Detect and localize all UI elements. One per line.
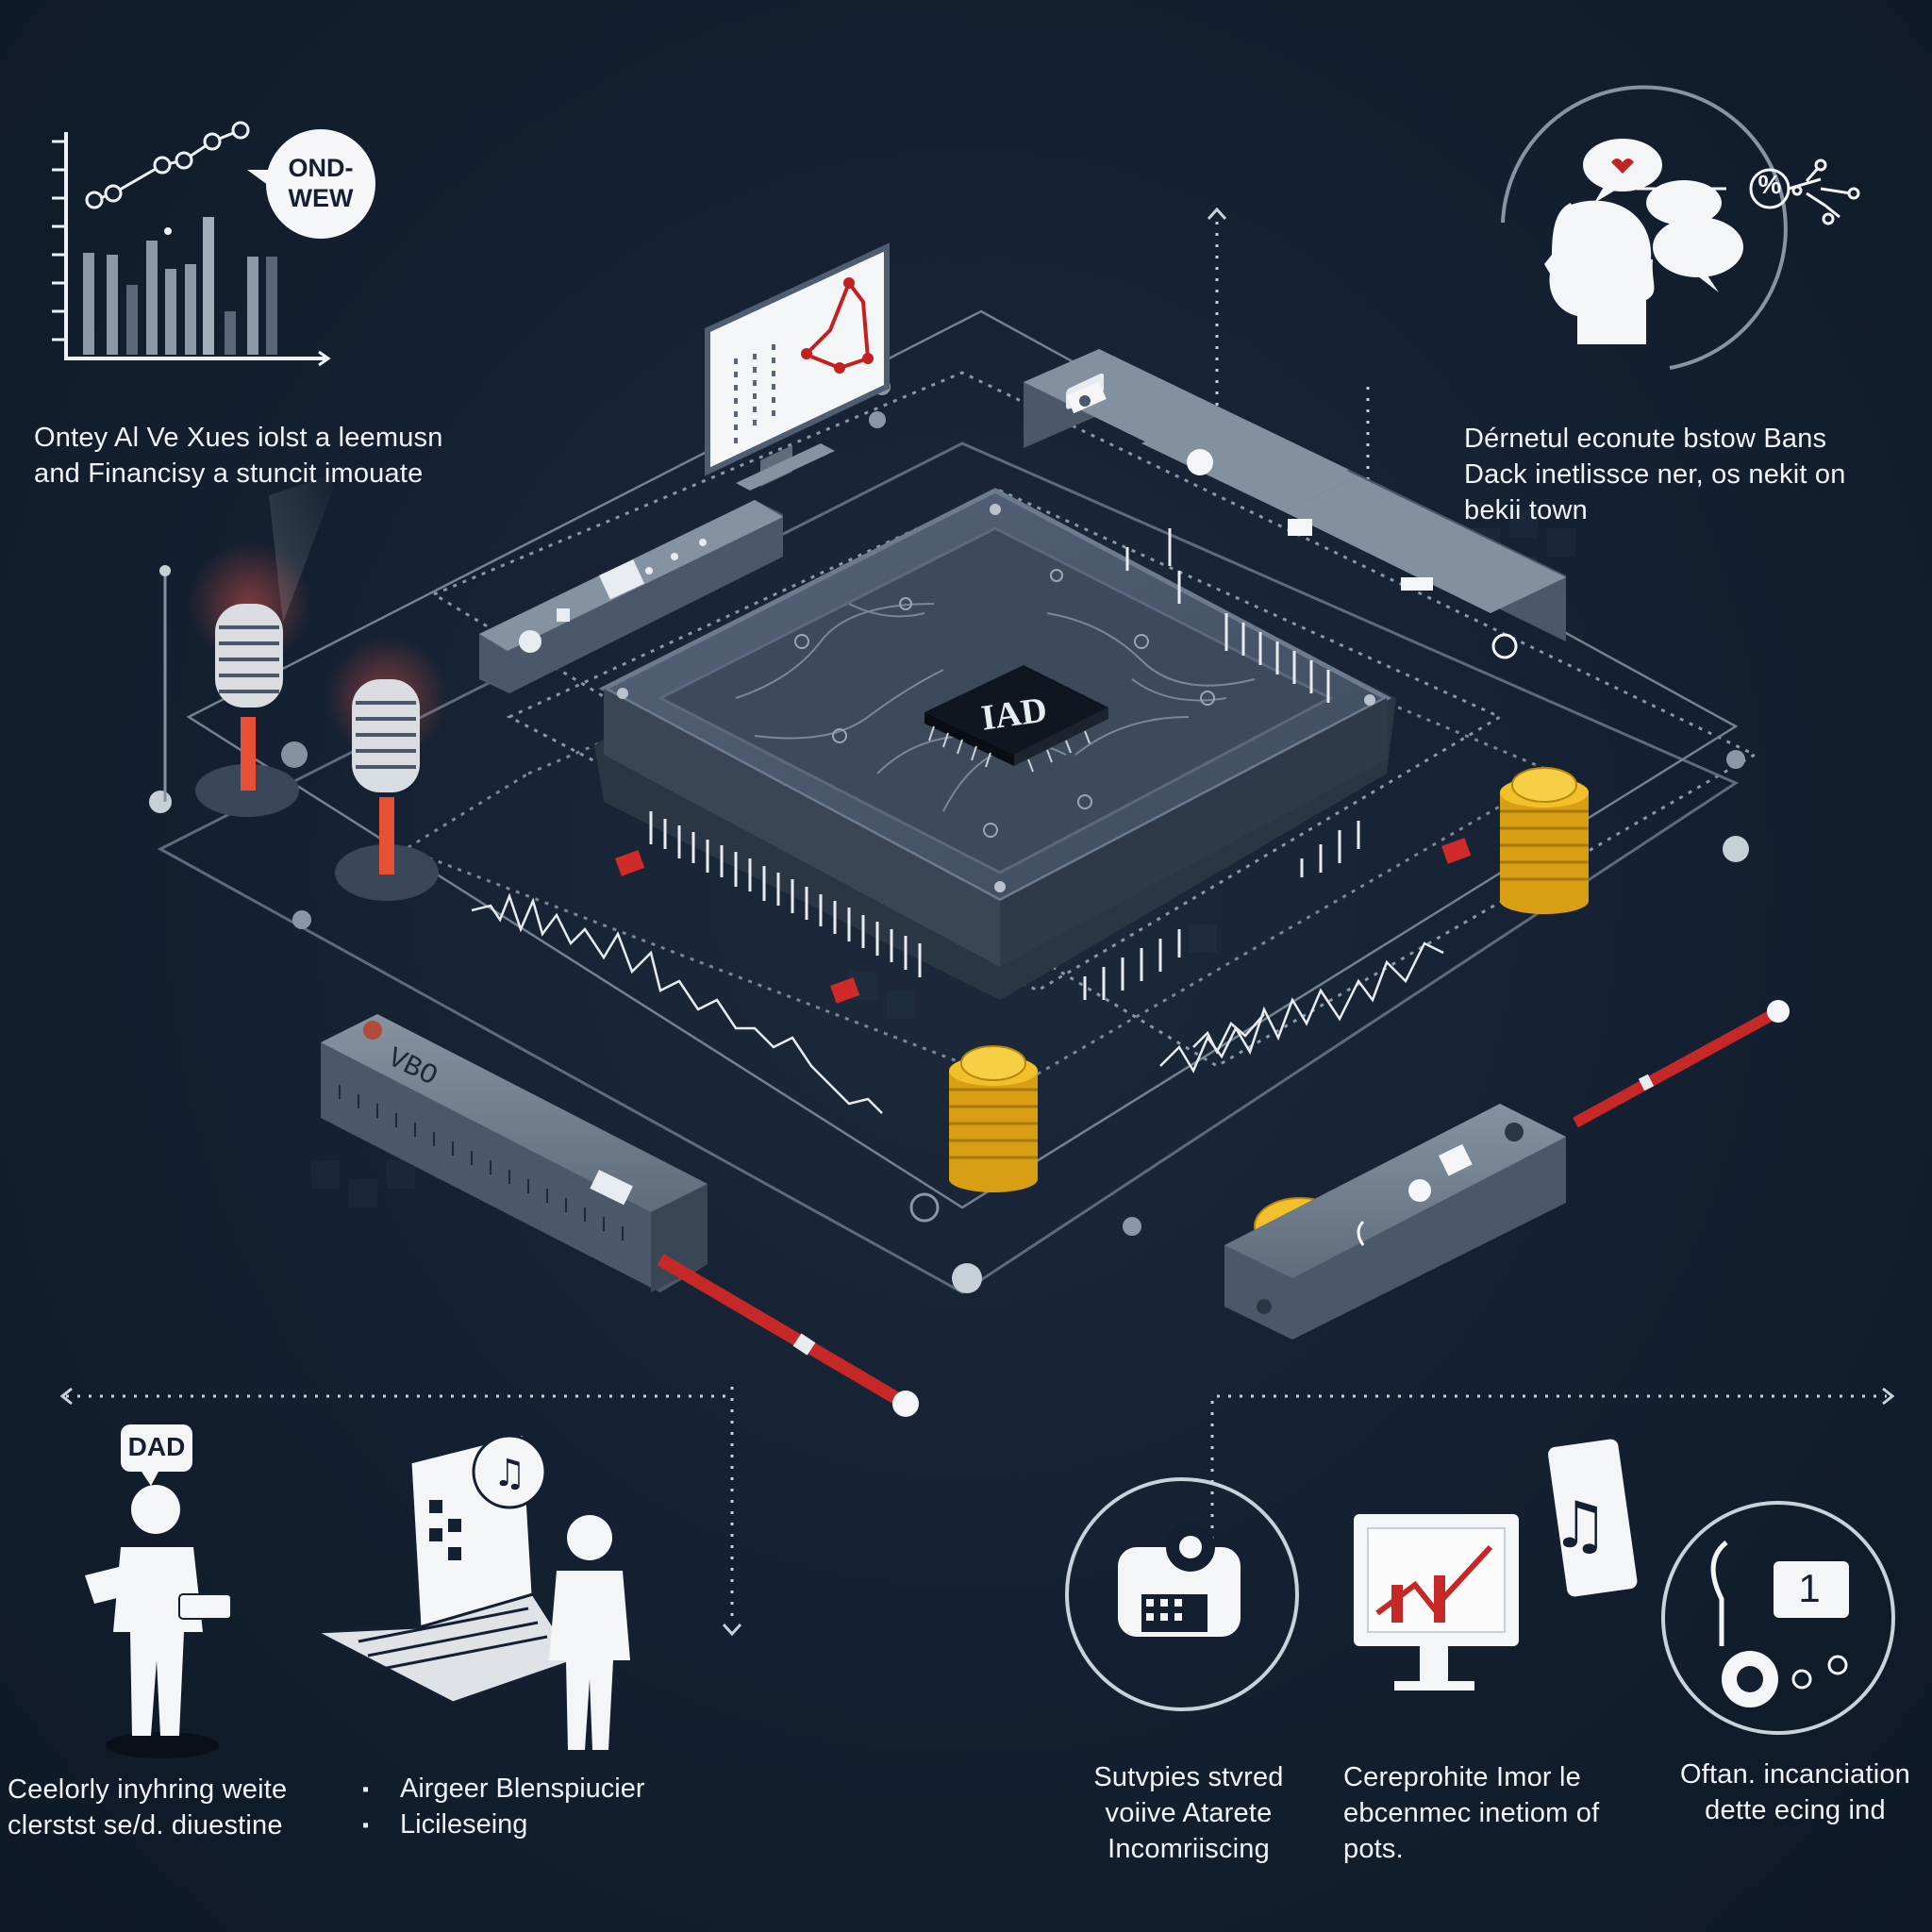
caption-item-1-line-3: Incomriiscing: [1108, 1834, 1270, 1864]
red-cables: [657, 1000, 1790, 1417]
caption-item-2-line-2: ebcenmec inetiom of: [1343, 1798, 1600, 1828]
head-chat-icon: [1501, 85, 1860, 370]
speech-bubble-top-left: [247, 129, 375, 239]
microphones: [159, 472, 448, 901]
outline-nodes: [149, 378, 1749, 1293]
caption-top-right: Dérnetul econute bstow Bans Dack inetlis…: [1464, 421, 1846, 528]
central-chip: [924, 665, 1108, 773]
badge-number: 1: [1798, 1566, 1821, 1610]
svg-text:♫: ♫: [1552, 1489, 1609, 1563]
caption-top-right-line-3: bekii town: [1464, 495, 1588, 525]
laptop-icon: ♫: [310, 1432, 578, 1705]
caption-top-left-line-2: and Financisy a stuncit imouate: [34, 458, 424, 489]
bubble-text-top-left: OND- WEW: [274, 153, 368, 213]
caption-item-2-line-1: Cereprohite Imor le: [1343, 1762, 1582, 1792]
bubble-line-2: WEW: [288, 184, 354, 212]
caption-item-1-line-2: voiive Atarete: [1105, 1798, 1273, 1828]
caption-top-right-line-1: Dérnetul econute bstow Bans: [1464, 424, 1827, 454]
rack-left: [321, 1014, 708, 1292]
caption-item-1: Sutvpies stvred voiive Atarete Incomriis…: [1019, 1759, 1358, 1867]
caption-top-right-line-2: Dack inetlissce ner, os nekit on: [1464, 459, 1846, 490]
caption-top-left: Ontey Al Ve Xues iolst a leemusn and Fin…: [34, 420, 443, 491]
bullet-item-2: Licileseing: [362, 1807, 645, 1843]
caption-item-2-line-3: pots.: [1343, 1834, 1404, 1864]
caption-bottom-left-line-1: Ceelorly inyhring weite: [8, 1774, 288, 1805]
percent-icon: %: [1757, 170, 1782, 199]
person-presenter: [85, 1485, 232, 1758]
caption-item-1-line-1: Sutvpies stvred: [1093, 1762, 1284, 1792]
device-left-top: [479, 500, 783, 693]
caption-bottom-left: Ceelorly inyhring weite clerstst se/d. d…: [8, 1772, 287, 1843]
caption-bottom-left-line-2: clerstst se/d. diuestine: [8, 1810, 283, 1840]
caption-item-3: Oftan. incanciation dette ecing ind: [1660, 1757, 1930, 1828]
bottom-right-icons: ♫: [1065, 1439, 1895, 1735]
svg-text:♫: ♫: [492, 1452, 526, 1495]
bullet-list: Airgeer Blenspiucier Licileseing: [362, 1772, 645, 1843]
person-viewer: [549, 1515, 630, 1750]
waveforms: [471, 892, 1444, 1114]
caption-item-2: Cereprohite Imor le ebcenmec inetiom of …: [1343, 1759, 1599, 1867]
bullet-item-1: Airgeer Blenspiucier: [362, 1772, 645, 1807]
bubble-line-1: OND-: [288, 154, 354, 182]
bubble-text-dad: DAD: [127, 1432, 186, 1461]
board-tick-marks: [649, 528, 1360, 1000]
red-markers: [614, 838, 1472, 1004]
device-strip-top: [1024, 349, 1566, 659]
chart-icon: [52, 121, 331, 367]
caption-item-3-line-2: dette ecing ind: [1705, 1795, 1886, 1825]
bubble-dad: [121, 1424, 192, 1486]
rack-right: [1224, 1104, 1566, 1340]
monitor-graph-icon: [705, 242, 890, 491]
arrow-heads: [59, 207, 1895, 1637]
caption-item-3-line-1: Oftan. incanciation: [1680, 1759, 1910, 1790]
caption-top-left-line-1: Ontey Al Ve Xues iolst a leemusn: [34, 423, 443, 453]
